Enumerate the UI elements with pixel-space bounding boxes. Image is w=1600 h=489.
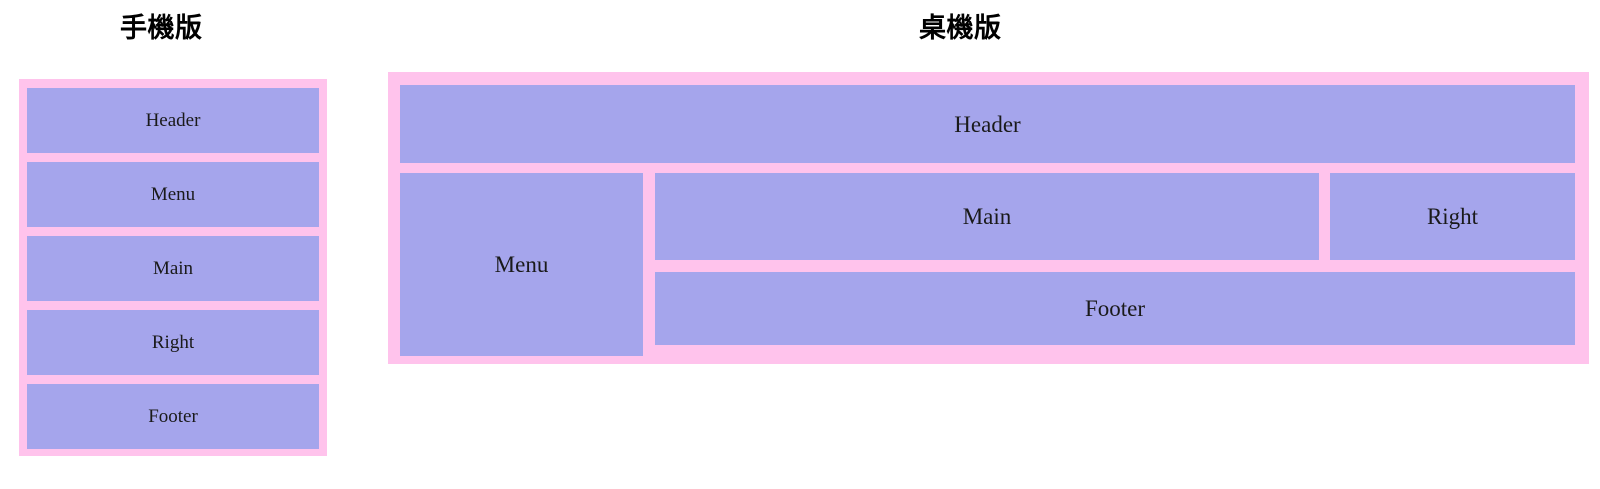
desktop-layout-frame: Header Menu Main Right Footer	[388, 72, 1589, 364]
desktop-block-header-label: Header	[954, 111, 1021, 137]
desktop-block-header[interactable]: Header	[400, 85, 1575, 163]
mobile-block-header[interactable]: Header	[27, 88, 319, 153]
desktop-block-footer[interactable]: Footer	[655, 272, 1575, 345]
mobile-block-right-label: Right	[151, 332, 195, 353]
desktop-block-footer-label: Footer	[1084, 296, 1146, 321]
desktop-block-right-label: Right	[1426, 204, 1479, 229]
mobile-block-right[interactable]: Right	[27, 310, 319, 375]
mobile-block-footer-label: Footer	[148, 406, 198, 427]
mobile-block-main-label: Main	[152, 258, 194, 279]
mobile-layout-frame: Header Menu Main Right Footer	[19, 79, 327, 456]
desktop-block-main[interactable]: Main	[655, 173, 1319, 260]
mobile-block-menu-label: Menu	[150, 184, 196, 205]
desktop-block-menu[interactable]: Menu	[400, 173, 643, 356]
mobile-block-header-label: Header	[145, 110, 201, 131]
desktop-block-main-label: Main	[962, 204, 1012, 229]
mobile-block-main[interactable]: Main	[27, 236, 319, 301]
desktop-section-title: 桌機版	[919, 13, 1002, 44]
mobile-block-menu[interactable]: Menu	[27, 162, 319, 227]
mobile-section-title: 手機版	[120, 13, 203, 44]
desktop-block-menu-label: Menu	[494, 252, 549, 277]
desktop-block-right[interactable]: Right	[1330, 173, 1575, 260]
mobile-block-footer[interactable]: Footer	[27, 384, 319, 449]
